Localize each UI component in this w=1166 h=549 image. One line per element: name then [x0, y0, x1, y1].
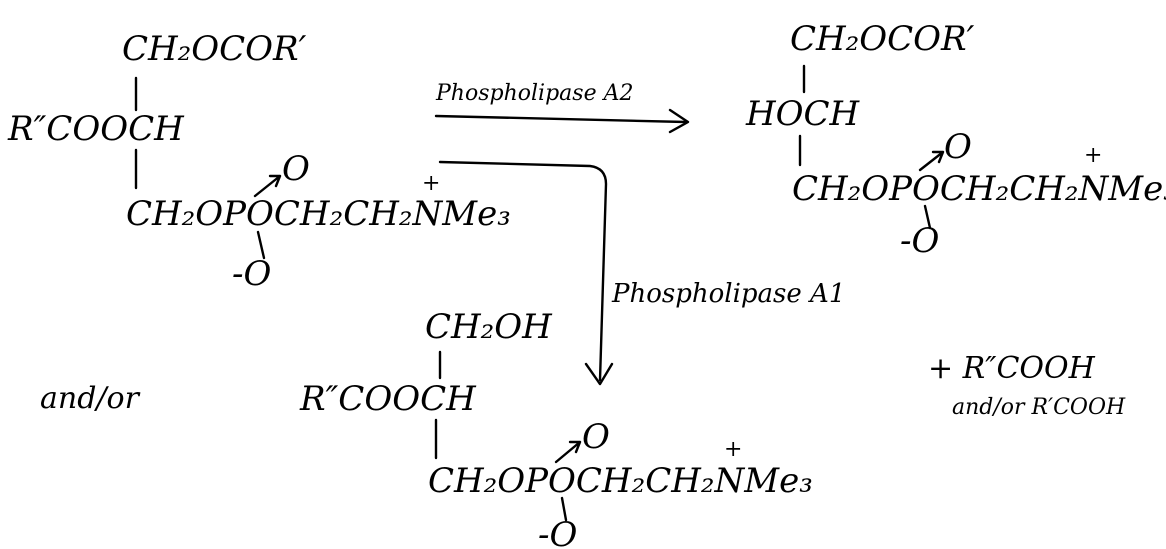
product-a1-line-1: CH₂OH — [425, 307, 553, 347]
byproduct-alternate: and/or R′COOH — [952, 395, 1126, 420]
reaction-a2: Phospholipase A2 — [434, 81, 690, 134]
reactant-oxide: O — [282, 149, 310, 189]
phospholipase-a2-label: Phospholipase A2 — [435, 81, 633, 106]
a2-arrow-shaft — [434, 114, 688, 124]
product-a1-line-2: R″COOCH — [299, 379, 477, 419]
byproduct-primary: + R″COOH — [928, 351, 1096, 386]
product-a2-line-2: HOCH — [745, 94, 861, 134]
product-a2-anion: -O — [900, 221, 939, 261]
reaction-a1: Phospholipase A1 — [438, 160, 845, 386]
product-a2-oxide: O — [944, 127, 972, 167]
reactant-charge: + — [422, 171, 440, 196]
reactant-line-1: CH₂OCOR′ — [122, 29, 307, 69]
product-a2-structure: CH₂OCOR′ HOCH CH₂OPOCH₂CH₂NMe₃ O -O + — [745, 19, 1166, 261]
reactant-structure: CH₂OCOR′ R″COOCH CH₂OPOCH₂CH₂NMe₃ O -O + — [7, 29, 511, 294]
product-a2-oxide-arrow — [918, 150, 945, 172]
a2-arrow-head — [668, 108, 690, 134]
reactant-line-2: R″COOCH — [7, 109, 185, 149]
product-a2-line-3: CH₂OPOCH₂CH₂NMe₃ — [792, 169, 1166, 209]
reactant-anion: -O — [232, 254, 271, 294]
product-a2-charge: + — [1084, 143, 1102, 168]
and-or-connector: and/or — [40, 381, 141, 416]
product-a1-anion: -O — [538, 515, 577, 549]
product-a1-structure: CH₂OH R″COOCH CH₂OPOCH₂CH₂NMe₃ O -O + — [299, 307, 813, 549]
product-a1-line-3: CH₂OPOCH₂CH₂NMe₃ — [428, 461, 813, 501]
product-a1-oxide-arrow — [554, 440, 582, 464]
reactant-anion-bond — [256, 230, 266, 260]
a1-arrow-shaft — [438, 160, 608, 382]
phospholipase-a1-label: Phospholipase A1 — [611, 279, 845, 309]
byproducts: + R″COOH and/or R′COOH — [928, 351, 1126, 420]
product-a1-oxide: O — [582, 417, 610, 457]
reactant-oxide-arrow — [253, 174, 282, 198]
product-a1-anion-bond — [560, 496, 568, 522]
a1-arrow-head — [584, 362, 614, 386]
reactant-line-3: CH₂OPOCH₂CH₂NMe₃ — [126, 194, 511, 234]
product-a2-anion-bond — [923, 204, 932, 230]
product-a1-charge: + — [724, 437, 742, 462]
product-a2-line-1: CH₂OCOR′ — [790, 19, 975, 59]
